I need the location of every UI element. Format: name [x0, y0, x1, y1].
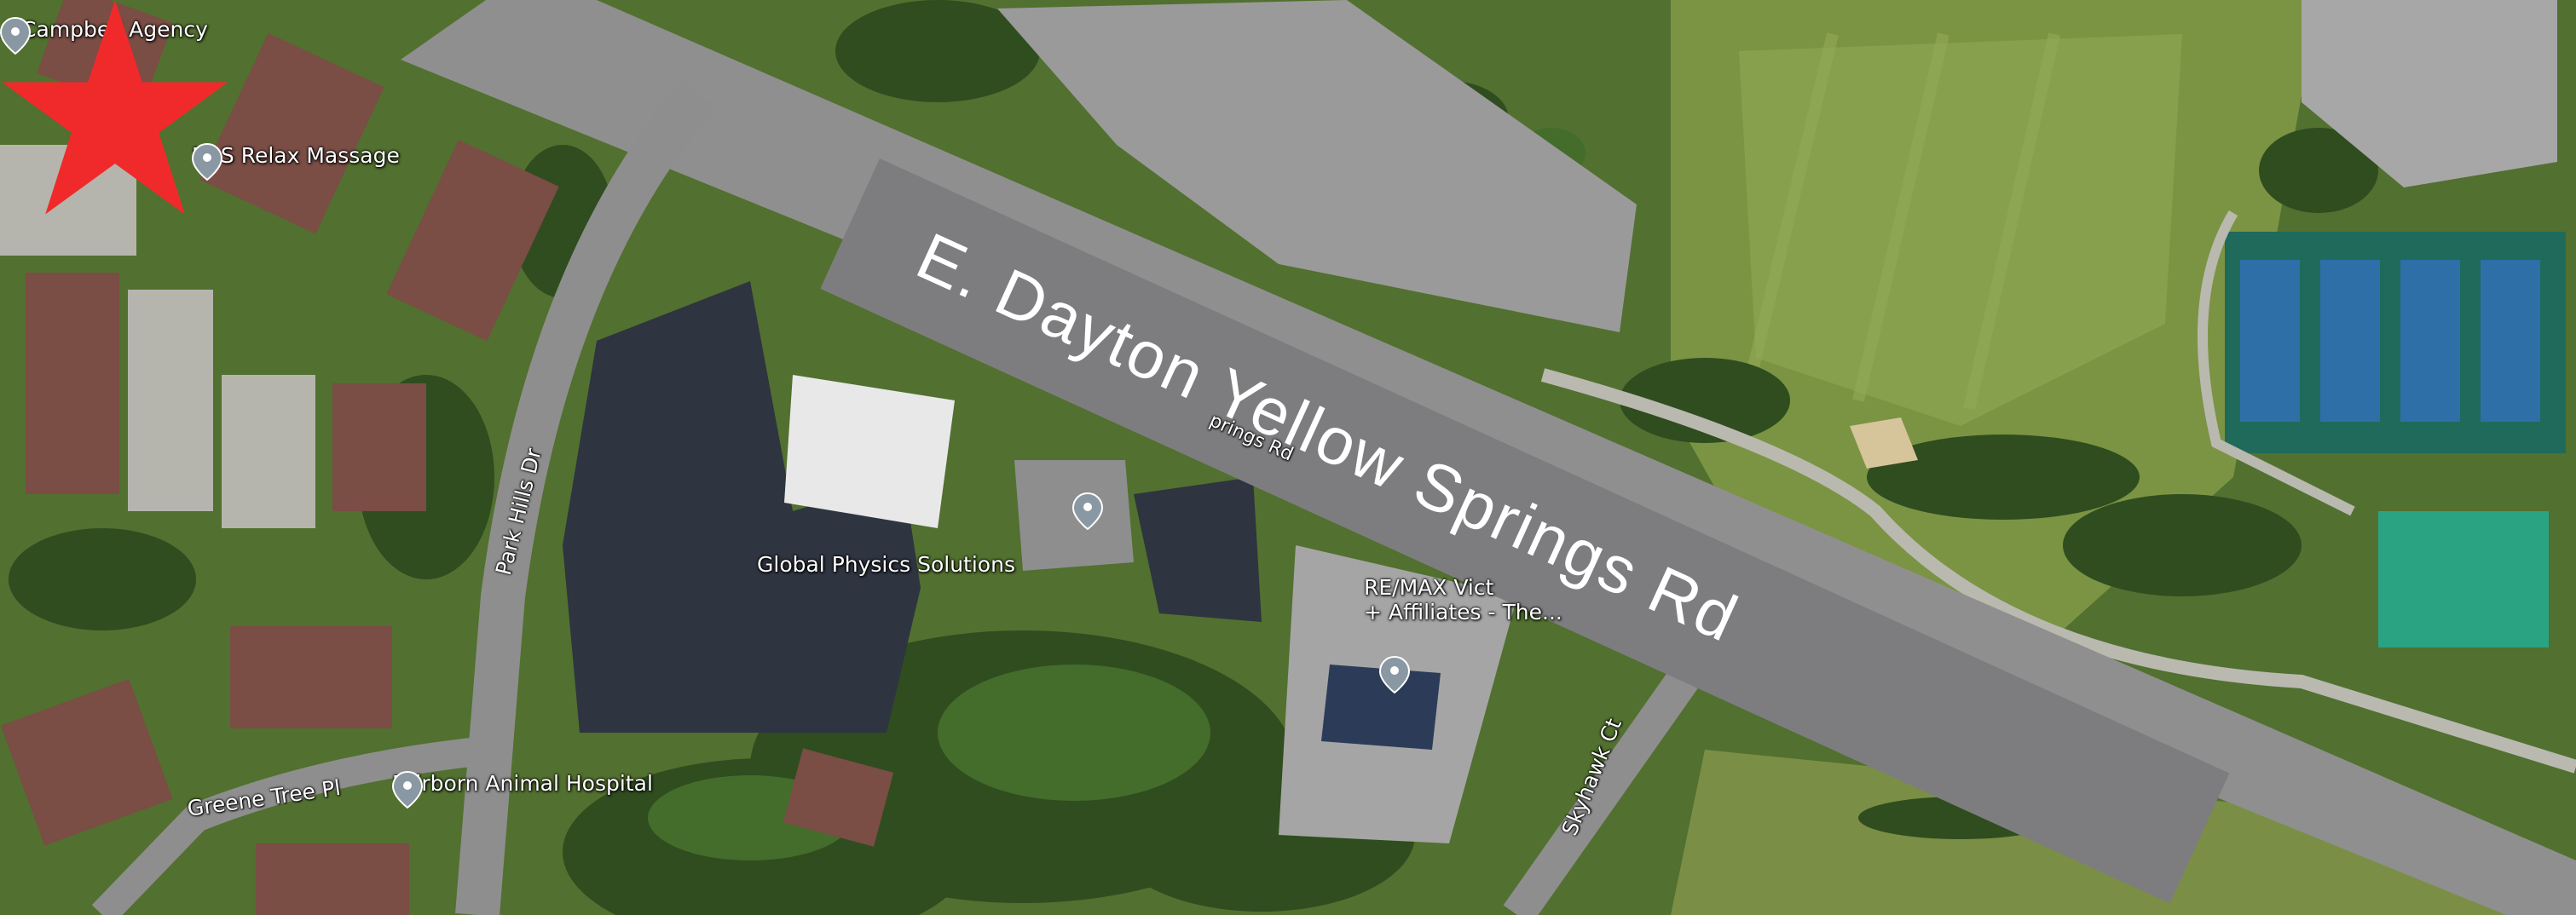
map-pin-icon	[392, 771, 423, 809]
map-pin-icon	[0, 17, 31, 55]
poi-fs-relax-massage[interactable]: F&S Relax Massage	[192, 143, 400, 181]
poi-label: Global Physics Solutions	[757, 552, 1015, 577]
poi-label-line1: RE/MAX Vict	[1364, 575, 1494, 600]
map-pin-icon[interactable]	[1072, 492, 1103, 530]
map-pin-icon[interactable]	[1379, 656, 1410, 693]
poi-label: Fairborn Animal Hospital	[392, 771, 653, 796]
poi-remax[interactable]: RE/MAX Vict + Affiliates - The...	[1364, 575, 1562, 624]
poi-global-physics-solutions[interactable]: Global Physics Solutions	[757, 552, 1015, 577]
star-marker-icon	[2, 0, 228, 215]
poi-fairborn-animal-hospital[interactable]: Fairborn Animal Hospital	[392, 771, 653, 809]
map-pin-icon	[192, 143, 222, 181]
poi-label-line2: + Affiliates - The...	[1364, 600, 1562, 624]
poi-label: F&S Relax Massage	[192, 143, 400, 168]
